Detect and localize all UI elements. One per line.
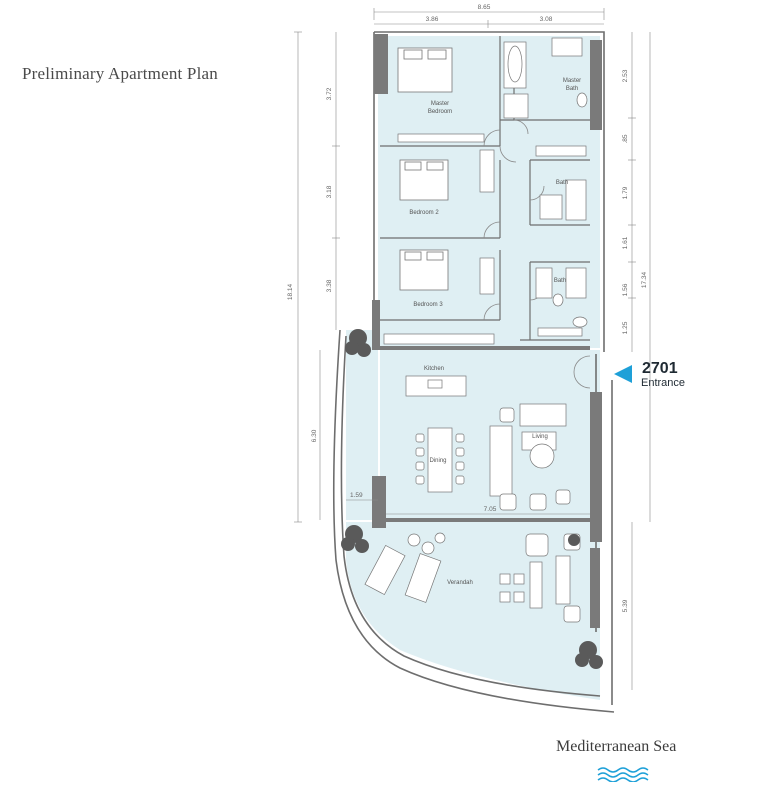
dim-right-total: 17.34: [641, 271, 648, 288]
label-bath-2: Bath: [554, 278, 566, 284]
label-bedroom-2: Bedroom 2: [409, 210, 439, 216]
verandah-furniture: [364, 532, 581, 623]
dining-table: [415, 427, 465, 493]
dim-right-1: 2.53: [622, 69, 629, 82]
unit-number: 2701: [642, 360, 678, 377]
label-bedroom-3: Bedroom 3: [413, 302, 443, 308]
dim-living-width: 7.05: [484, 506, 497, 513]
plants: [341, 329, 603, 669]
label-master-bath-2: Bath: [566, 86, 578, 92]
sea-waves-icon: [597, 767, 649, 782]
kitchen-fixtures: [383, 333, 495, 397]
label-master-bedroom-2: Bedroom: [428, 109, 452, 115]
dim-left-total: 18.14: [287, 283, 294, 300]
label-master-bedroom-1: Master: [431, 101, 449, 107]
living-furniture: [489, 403, 571, 511]
dim-top-left: 3.86: [426, 16, 439, 23]
label-kitchen: Kitchen: [424, 366, 444, 372]
dim-right-2: .85: [622, 134, 629, 143]
wall-pieces: [372, 34, 602, 628]
label-bath-1: Bath: [556, 180, 568, 186]
label-dining: Dining: [429, 458, 446, 464]
dim-left-3: 3.38: [326, 279, 333, 292]
dim-right-3: 1.79: [622, 186, 629, 199]
label-living: Living: [532, 434, 548, 440]
dim-left-2: 3.18: [326, 185, 333, 198]
bed-master: [397, 47, 453, 93]
dim-top-total: 8.65: [478, 4, 491, 11]
dim-left-4: 6.30: [311, 429, 318, 442]
entrance-label: Entrance: [641, 377, 686, 389]
dim-right-7: 5.39: [622, 599, 629, 612]
dim-right-6: 1.25: [622, 321, 629, 334]
entrance-arrow-icon: [614, 365, 632, 383]
wardrobes: [397, 133, 587, 295]
bed-3: [399, 249, 449, 291]
dim-right-4: 1.61: [622, 236, 629, 249]
dim-right-5: 1.56: [622, 283, 629, 296]
sea-label: Mediterranean Sea: [556, 738, 677, 755]
dim-left-5: 1.59: [350, 492, 363, 499]
bath-fixtures: [503, 37, 588, 337]
label-master-bath-1: Master: [563, 78, 581, 84]
dim-top-right: 3.08: [540, 16, 553, 23]
dimension-lines: [294, 8, 651, 690]
plan-title: Preliminary Apartment Plan: [22, 64, 218, 83]
dim-left-1: 3.72: [326, 87, 333, 100]
label-verandah: Verandah: [447, 580, 473, 586]
bed-2: [399, 159, 449, 201]
